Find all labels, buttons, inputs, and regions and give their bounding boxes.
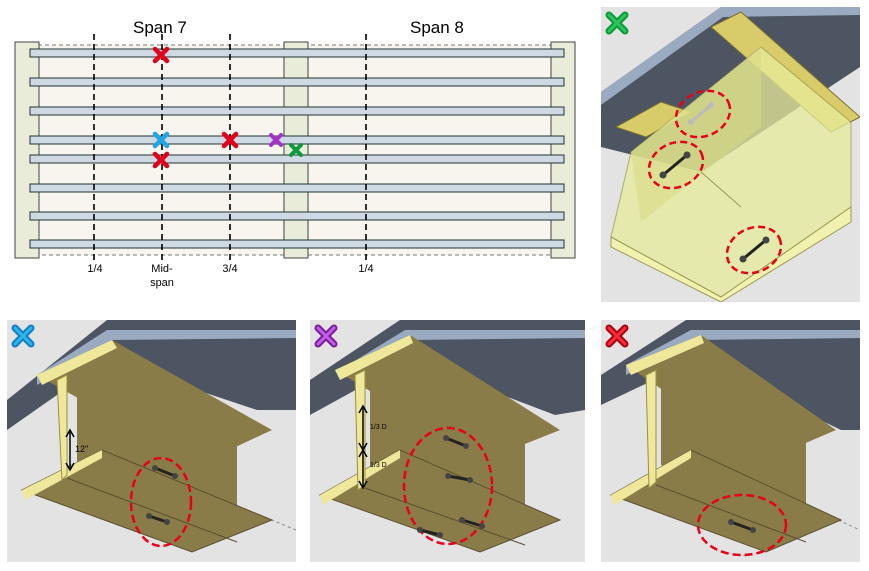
girder-render-red — [601, 320, 860, 557]
girder-1 — [29, 48, 565, 58]
right-support — [550, 41, 576, 259]
bolt-sensor-icon — [152, 465, 178, 479]
left-support — [14, 41, 40, 259]
bolt-sensor-icon — [688, 102, 714, 125]
web-face — [645, 369, 657, 490]
dimension-label: 12" — [75, 444, 89, 454]
span8-title: Span 8 — [410, 18, 464, 37]
bolt-sensor-icon — [459, 517, 485, 529]
bolt-sensor-icon — [146, 513, 170, 525]
panel-red — [601, 320, 860, 562]
top-flange — [626, 335, 836, 460]
girder-lines — [29, 48, 565, 249]
label-mid: Mid- — [151, 263, 173, 275]
panel-blue: 12" — [7, 320, 296, 562]
panel-green — [601, 7, 860, 302]
label-quarter-span8: 1/4 — [358, 263, 374, 275]
girder-7 — [29, 211, 565, 221]
plan-view: Span 7 Span 8 1/4 Mid- span 3/4 1/4 — [0, 0, 590, 300]
pier-diaphragm-render — [601, 7, 860, 302]
flange-edge — [655, 484, 807, 543]
bottom-flange — [20, 449, 274, 553]
edge-line — [700, 171, 742, 208]
red-x-marker-icon — [603, 322, 631, 355]
dashed-circle-icon — [647, 140, 705, 190]
deck-edge — [626, 330, 860, 375]
label-span: span — [150, 277, 174, 289]
top-flange-face — [335, 335, 413, 380]
girder-4 — [29, 135, 565, 145]
plan-diagram — [14, 34, 576, 262]
top-flange-face — [37, 340, 117, 385]
purple-x-marker-icon — [312, 322, 340, 355]
top-flange — [335, 335, 560, 460]
panel-purple: 1/3 D 1/3 D — [310, 320, 585, 562]
bolt-sensor-icon — [659, 151, 691, 179]
blue-x-marker-icon — [9, 322, 37, 355]
diaphragm-bottom — [610, 206, 852, 302]
girder-6 — [29, 183, 565, 193]
green-x-marker-icon — [289, 143, 303, 157]
deck-slab — [7, 320, 296, 430]
girder-render-blue — [7, 320, 296, 553]
deck-edge — [601, 7, 860, 105]
label-quarter-span7: 1/4 — [87, 263, 103, 275]
web-face — [56, 374, 68, 482]
bolt-sensor-icon — [417, 527, 443, 538]
red-x-marker-icon — [152, 46, 170, 64]
dashed-circle-icon — [725, 225, 783, 275]
girder-8 — [29, 239, 565, 249]
dashed-circle-icon — [402, 426, 494, 546]
blue-x-marker-icon — [152, 131, 170, 149]
bolt-sensor-icon — [728, 519, 756, 533]
bolt-sensor-icon — [739, 236, 770, 263]
span7-title: Span 7 — [133, 18, 187, 37]
section-lines — [93, 34, 367, 262]
purple-x-marker-icon — [269, 133, 283, 147]
girder-5 — [29, 154, 565, 164]
girder-render-purple — [310, 320, 585, 553]
bottom-flange — [609, 449, 843, 553]
label-threequarter: 3/4 — [222, 263, 238, 275]
flange-edge — [364, 487, 526, 546]
red-x-marker-icon — [152, 151, 170, 169]
top-flange — [37, 340, 272, 465]
dimension-label-lower: 1/3 D — [370, 462, 387, 469]
green-x-marker-icon — [603, 9, 631, 42]
dashed-circle-icon — [674, 89, 732, 139]
dimension-label-upper: 1/3 D — [370, 424, 387, 431]
flange-edge — [66, 477, 238, 543]
top-flange-face — [626, 335, 704, 375]
girder-3 — [29, 106, 565, 116]
red-x-marker-icon — [221, 131, 239, 149]
dashed-circle-icon — [129, 456, 193, 548]
bolt-sensor-icon — [443, 435, 469, 449]
girder-2 — [29, 77, 565, 87]
markers — [152, 46, 303, 169]
dashed-circle-icon — [696, 493, 788, 557]
deck-edge — [37, 330, 296, 385]
bolt-sensor-icon — [445, 473, 473, 483]
